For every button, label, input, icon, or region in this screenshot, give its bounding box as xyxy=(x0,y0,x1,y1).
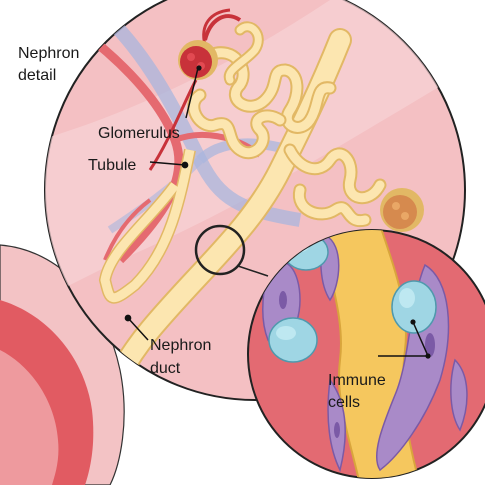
nephron-detail-label-line2: detail xyxy=(18,67,56,84)
glomerulus-2 xyxy=(380,188,424,232)
glomerulus-label: Glomerulus xyxy=(98,125,180,142)
tubule-label: Tubule xyxy=(88,157,136,174)
nephron-duct-label-line2: duct xyxy=(150,360,181,377)
nephron-detail-label-line1: Nephron xyxy=(18,45,79,62)
immune-cells-label-line2: cells xyxy=(328,394,360,411)
immune-cells-label-line1: Immune xyxy=(328,372,386,389)
nephron-duct-label-line1: Nephron xyxy=(150,337,211,354)
